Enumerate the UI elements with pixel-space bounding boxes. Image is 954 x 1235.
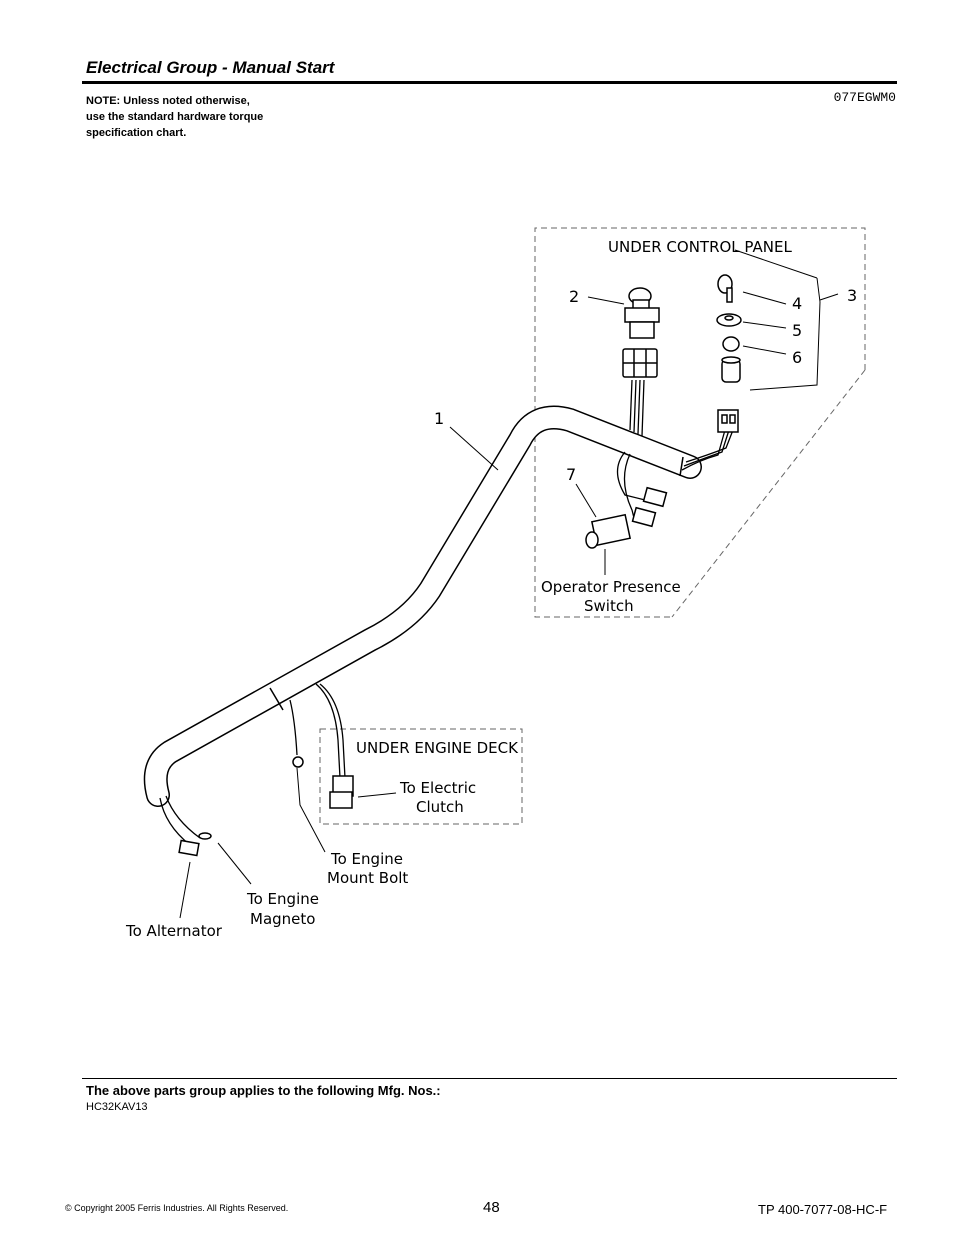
key-nut-part-5 xyxy=(716,313,742,327)
document-number: TP 400-7077-08-HC-F xyxy=(758,1202,888,1217)
copyright: © Copyright 2005 Ferris Industries. All … xyxy=(65,1203,289,1213)
callout-1: 1 xyxy=(434,409,444,428)
pto-switch-part-2 xyxy=(624,287,660,339)
note-line: use the standard hardware torque xyxy=(86,111,264,123)
control-panel-title: UNDER CONTROL PANEL xyxy=(608,238,792,256)
key-switch-part-6 xyxy=(721,336,741,383)
magneto-label: Magneto xyxy=(250,910,315,928)
note-line: NOTE: Unless noted otherwise, xyxy=(86,95,250,107)
control-panel-box xyxy=(534,227,866,618)
panel-wires xyxy=(616,379,734,519)
switch-connector xyxy=(622,348,658,378)
key-switch-connector xyxy=(717,409,739,433)
magneto-label: To Engine xyxy=(246,890,319,908)
ignition-key-part-4 xyxy=(717,274,733,303)
mfg-heading: The above parts group applies to the fol… xyxy=(86,1083,441,1098)
wire-harness xyxy=(143,405,702,807)
callout-2: 2 xyxy=(569,287,579,306)
mount-bolt-label: To Engine xyxy=(330,850,403,868)
engine-deck-box xyxy=(319,728,523,825)
page-number: 48 xyxy=(483,1199,500,1216)
callout-7: 7 xyxy=(566,465,576,484)
clutch-connector xyxy=(329,775,354,809)
harness-connectors xyxy=(631,486,668,528)
electric-clutch-label: To Electric xyxy=(399,779,476,797)
page-title: Electrical Group - Manual Start xyxy=(86,58,335,77)
footer-divider xyxy=(82,1078,897,1079)
ring-terminal xyxy=(292,756,304,768)
mount-bolt-label: Mount Bolt xyxy=(327,869,408,887)
alternator-connector xyxy=(178,832,212,857)
drawing-code: 077EGWM0 xyxy=(833,90,896,105)
callout-5: 5 xyxy=(792,321,802,340)
operator-presence-switch-part-7 xyxy=(585,513,632,549)
torque-note: NOTE: Unless noted otherwise, use the st… xyxy=(86,93,326,141)
callout-6: 6 xyxy=(792,348,802,367)
electric-clutch-label: Clutch xyxy=(416,798,464,816)
engine-deck-title: UNDER ENGINE DECK xyxy=(356,739,519,757)
operator-switch-label: Operator Presence xyxy=(541,578,681,596)
control-panel-box-slant xyxy=(671,369,866,618)
alternator-label: To Alternator xyxy=(125,922,223,940)
note-line: specification chart. xyxy=(86,127,187,139)
title-divider xyxy=(82,81,897,84)
callout-4: 4 xyxy=(792,294,802,313)
callout-3: 3 xyxy=(847,286,857,305)
mfg-number: HC32KAV13 xyxy=(86,1101,148,1113)
operator-switch-label: Switch xyxy=(584,597,634,615)
leader-lines xyxy=(179,249,839,919)
